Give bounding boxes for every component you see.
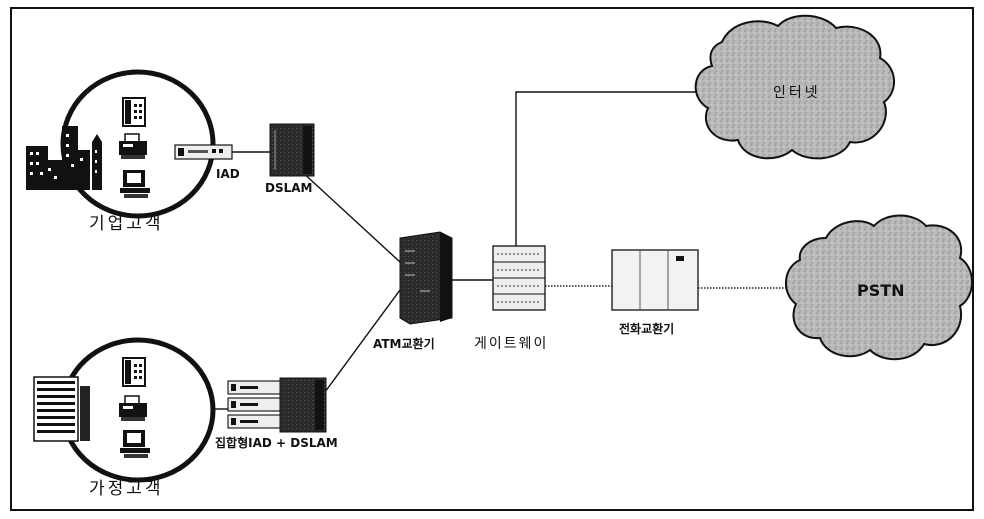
integrated-iad-dslam-icon (228, 378, 326, 432)
telephone-switch-label: 전화교환기 (619, 323, 674, 335)
pstn-label: PSTN (857, 283, 905, 299)
iad-device-icon (175, 145, 232, 159)
internet-label: 인터넷 (773, 86, 821, 100)
gateway-icon (493, 246, 545, 310)
integrated-iad-dslam-label: 집합형IAD + DSLAM (215, 437, 338, 449)
enterprise-customer-group (26, 72, 213, 216)
telephone-switch-icon (612, 250, 698, 310)
iad-label: IAD (216, 168, 240, 180)
atm-switch-icon (400, 232, 452, 324)
link-dslam-atm (300, 170, 400, 262)
home-customer-group (34, 340, 213, 480)
telephone-icon (123, 98, 145, 126)
dslam-label: DSLAM (265, 182, 312, 194)
telephone-icon (123, 358, 145, 386)
gateway-label: 게이트웨이 (474, 337, 548, 351)
atm-switch-label: ATM교환기 (373, 338, 435, 350)
dslam-rack-icon (270, 124, 314, 176)
link-gateway-internet (516, 92, 705, 246)
home-customer-label: 가정고객 (89, 481, 164, 498)
enterprise-customer-label: 기업고객 (89, 216, 164, 233)
apartment-building-icon (34, 377, 90, 441)
